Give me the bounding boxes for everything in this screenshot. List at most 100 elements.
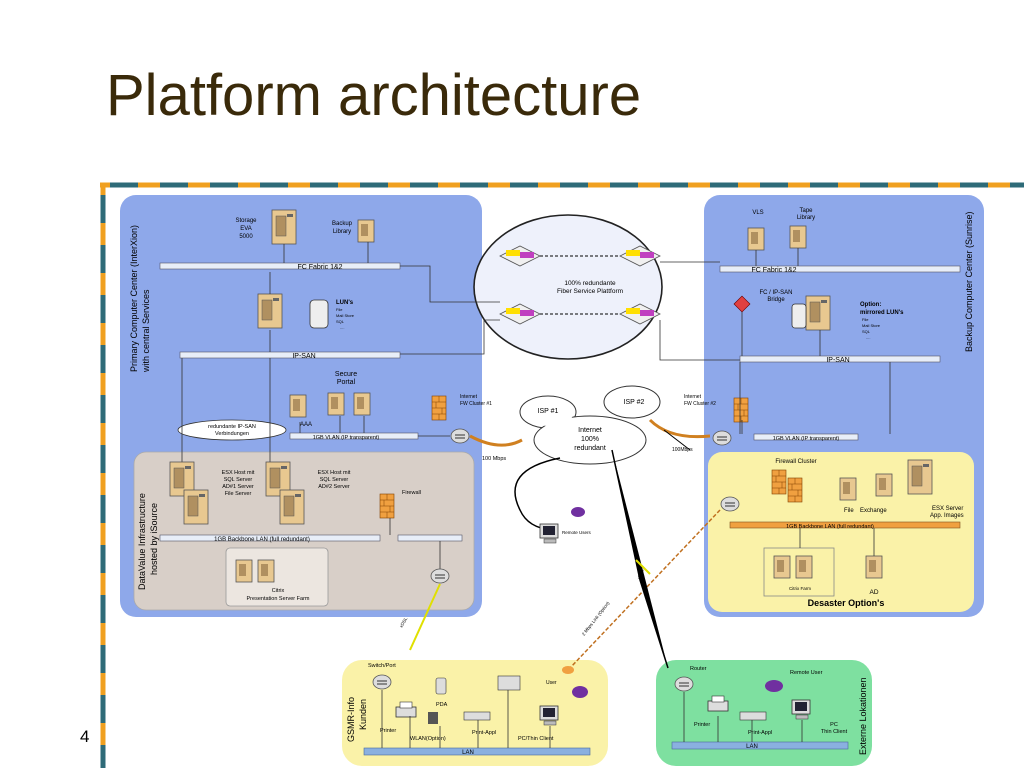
print-appl-icon	[463, 711, 491, 721]
portal-server-icon-2	[353, 392, 371, 416]
svg-text:xDSL: xDSL	[636, 568, 645, 581]
router-primary-icon	[450, 428, 470, 444]
svg-text:AD: AD	[869, 589, 878, 596]
backup-library-label-2: Library	[333, 229, 351, 235]
esx-host-2b-icon	[279, 489, 305, 525]
portal-server-icon-1	[327, 392, 345, 416]
desaster-title: Desaster Option's	[808, 598, 885, 608]
svg-text:xDSL: xDSL	[399, 616, 409, 628]
fsp-label-2: Fiber Service Plattform	[557, 288, 623, 295]
switch-port-label: Switch/Port	[368, 663, 396, 669]
backbone-bar-datavalue	[159, 534, 381, 542]
primary-side-label-1: Primary Computer Center (InterXion)	[129, 225, 139, 372]
gsmr-lan-label: LAN	[462, 750, 474, 756]
lun-server-icon	[257, 293, 283, 329]
backbone-bar-datavalue-2	[397, 534, 463, 542]
internet-cloud	[519, 385, 661, 465]
ip-san-label-primary: IP-SAN	[292, 353, 315, 360]
datavalue-side-label-2: hosted by iSource	[149, 503, 159, 575]
vlan-label-backup: 1GB VLAN (IP transparent)	[773, 436, 840, 442]
luns-title: LUN's	[336, 300, 354, 306]
extern-side-label: Externe Lokationen	[858, 677, 868, 755]
extern-router-icon	[674, 676, 694, 692]
citrix-farm-icon-2	[795, 555, 813, 579]
backbone-label-datavalue: 1GB Backbone LAN (full redundant)	[214, 537, 310, 543]
datavalue-firewall-icon	[379, 493, 395, 519]
lun-disk-icon	[309, 299, 329, 329]
fw1-label-2: FW Cluster #1	[460, 401, 492, 407]
secure-portal-2: Portal	[337, 379, 356, 386]
fc-fabric-label-primary: FC Fabric 1&2	[297, 264, 342, 271]
vls-label: VLS	[752, 210, 763, 216]
extern-lan-bar	[671, 741, 849, 750]
isp2-label: ISP #2	[624, 399, 645, 406]
svg-text:Remote User: Remote User	[790, 670, 823, 676]
fw-cluster-1-icon	[431, 395, 447, 421]
vlan-bar-backup	[753, 433, 859, 441]
datavalue-side-label-1: DataValue Infrastructure	[137, 493, 147, 590]
svg-text:2 Mbps Link (Option): 2 Mbps Link (Option)	[581, 600, 611, 636]
desaster-fw-1	[771, 469, 787, 495]
wlan-icon	[428, 712, 438, 724]
svg-text:Exchange: Exchange	[860, 508, 887, 514]
router-datavalue-icon	[430, 568, 450, 584]
datavalue-firewall-label: Firewall	[402, 490, 421, 496]
extern-phone-icon	[765, 680, 783, 692]
gsmr-side-label-2: Kunden	[358, 699, 368, 730]
gsmr-side-label-1: GSMR-Info	[346, 697, 356, 742]
ip-san-bar-primary	[179, 351, 401, 359]
datavalue-region	[133, 451, 475, 611]
esx-server-icon	[907, 459, 933, 495]
bandwidth-backup: 100Mbps	[672, 447, 693, 453]
vls-icon	[747, 227, 765, 251]
fc-fabric-bar-backup	[719, 265, 961, 273]
aaa-server-icon	[289, 394, 307, 418]
extern-lan-label: LAN	[746, 744, 758, 750]
pda-icon	[435, 677, 447, 695]
bandwidth-primary: 100 Mbps	[482, 456, 506, 462]
svg-text:GSMR-Info: GSMR-Info	[346, 697, 356, 742]
extern-print-appl-icon	[739, 711, 767, 721]
storage-label-1: Storage	[235, 218, 257, 224]
desaster-fw-2	[787, 477, 803, 503]
remote-user-phone-icon	[571, 507, 585, 517]
fc-fabric-label-backup: FC Fabric 1&2	[751, 267, 796, 274]
svg-text:Kunden: Kunden	[358, 699, 368, 730]
redundant-ip-san-1: redundante IP-SAN	[208, 424, 256, 430]
storage-eva-icon	[271, 209, 297, 245]
svg-text:File: File	[844, 508, 854, 514]
remote-users-label: Remote Users	[562, 530, 592, 535]
fc-fabric-bar-primary	[159, 262, 401, 270]
svg-text:Citrix Farm: Citrix Farm	[789, 586, 811, 591]
tape-library-icon	[789, 225, 807, 249]
desaster-router-icon	[720, 496, 740, 512]
svg-text:Backup Computer Center (Sunris: Backup Computer Center (Sunrise)	[964, 211, 974, 352]
backbone-label-desaster: 1GB Backbone LAN (full redundant)	[786, 524, 874, 530]
vlan-label-primary: 1GB VLAN (IP transparent)	[313, 435, 380, 441]
svg-text:Print-Appl: Print-Appl	[748, 730, 772, 736]
svg-text:Primary Computer Center (Inter: Primary Computer Center (InterXion)	[129, 225, 139, 372]
backup-storage-icon	[805, 295, 831, 331]
backup-side-label: Backup Computer Center (Sunrise)	[964, 211, 974, 352]
backup-library-label-1: Backup	[332, 221, 353, 227]
file-server-icon	[839, 477, 857, 501]
svg-text:PDA: PDA	[436, 702, 448, 708]
svg-text:DataValue Infrastructure: DataValue Infrastructure	[137, 493, 147, 590]
storage-label-3: 5000	[239, 234, 253, 240]
svg-text:Externe Lokationen: Externe Lokationen	[858, 677, 868, 755]
svg-text:PC/Thin Client: PC/Thin Client	[518, 736, 554, 742]
citrix-farm-icon-1	[773, 555, 791, 579]
ip-san-bar-backup	[739, 355, 941, 363]
fsp-label-1: 100% redundante	[564, 280, 616, 287]
desaster-region	[708, 452, 974, 612]
slide-title: Platform architecture	[106, 63, 642, 128]
fiber-service-platform	[473, 214, 663, 360]
